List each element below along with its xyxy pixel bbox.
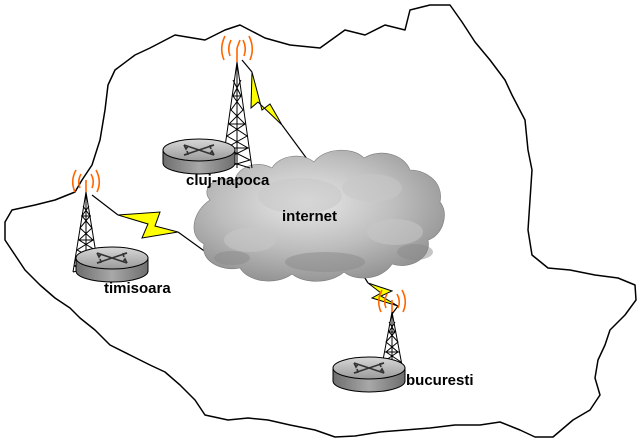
city-label-bucuresti: bucuresti	[406, 372, 474, 389]
internet-cloud	[193, 149, 445, 282]
router-timisoara-icon	[75, 246, 149, 283]
antenna-signal-bucuresti-icon	[377, 289, 407, 313]
antenna-signal-timisoara-icon	[71, 169, 101, 193]
city-label-timisoara: timisoara	[104, 280, 171, 297]
router-bucuresti-icon	[332, 356, 406, 393]
router-cluj-icon	[162, 138, 236, 175]
city-label-cluj-napoca: cluj-napoca	[186, 172, 270, 189]
link-lines	[91, 59, 399, 315]
cloud-label-internet: internet	[282, 208, 338, 225]
antenna-signal-cluj-icon	[220, 35, 254, 62]
